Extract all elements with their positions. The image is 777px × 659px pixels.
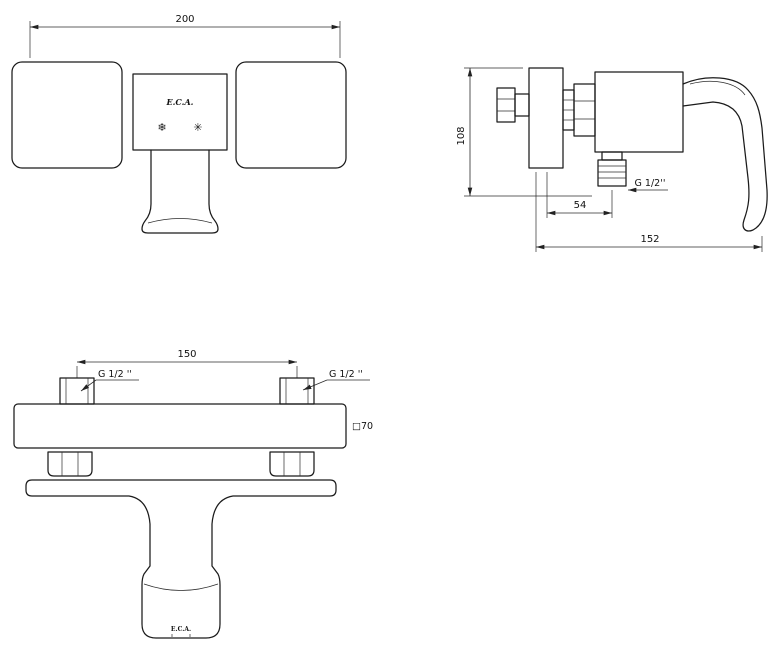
front-view: 200 E.C.A. ❄ ✳ xyxy=(11,14,347,234)
leader-line xyxy=(302,379,328,391)
dim-offset: 54 xyxy=(546,172,613,218)
inlet-nut-side xyxy=(496,87,516,123)
mixer-body-front xyxy=(132,73,228,151)
body-outline-bottom xyxy=(25,479,337,639)
side-view: 108 G 1/2'' 54 xyxy=(456,67,768,252)
dim-offset-label: 54 xyxy=(574,200,587,211)
outlet-thread-side xyxy=(597,159,627,187)
handle-lever xyxy=(682,77,768,232)
brand-logo-small: E.C.A. xyxy=(171,626,191,633)
dim-spacing: 150 xyxy=(76,349,298,378)
hex-nut-right xyxy=(269,451,315,477)
thread-size-left-label: G 1/2 '' xyxy=(98,369,132,380)
bottom-view: 150 G 1/2 '' G 1/2 '' □70 xyxy=(13,349,373,639)
handle-accent-line xyxy=(689,81,746,96)
outlet-neck-side xyxy=(601,151,623,161)
dim-depth: 152 xyxy=(535,172,763,252)
wall-plate-left xyxy=(11,61,123,169)
mixer-body-side xyxy=(594,71,684,153)
square-section-label: □70 xyxy=(352,421,373,432)
wall-plate-side xyxy=(528,67,564,169)
dim-depth-label: 152 xyxy=(640,234,659,245)
wall-plate-right xyxy=(235,61,347,169)
dim-width-label: 200 xyxy=(175,14,194,25)
inlet-port-right xyxy=(279,377,315,405)
hex-nut-left xyxy=(47,451,93,477)
dim-width: 200 xyxy=(29,14,341,58)
inlet-port-left xyxy=(59,377,95,405)
hot-indicator-icon: ✳ xyxy=(193,121,202,134)
thread-size-label: G 1/2'' xyxy=(635,178,666,189)
spout-lip-line xyxy=(147,218,213,224)
thread-size-right-label: G 1/2 '' xyxy=(329,369,363,380)
inlet-stub-side xyxy=(514,93,530,117)
hex-nut-outline xyxy=(47,451,93,477)
dim-height: 108 xyxy=(456,67,592,197)
thread-callout-side: G 1/2'' xyxy=(628,178,668,193)
spout-curve-line xyxy=(143,583,219,591)
thread-callout-left: G 1/2 '' xyxy=(80,369,139,392)
thread-callout-right: G 1/2 '' xyxy=(302,369,370,391)
brand-logo: E.C.A. xyxy=(166,97,194,107)
connector-nut-side xyxy=(573,83,596,137)
hex-nut-outline xyxy=(269,451,315,477)
crossbar xyxy=(13,403,347,449)
spout-front xyxy=(141,149,219,234)
cold-indicator-icon: ❄ xyxy=(157,121,166,134)
dim-spacing-label: 150 xyxy=(177,349,196,360)
dim-height-label: 108 xyxy=(456,126,467,145)
